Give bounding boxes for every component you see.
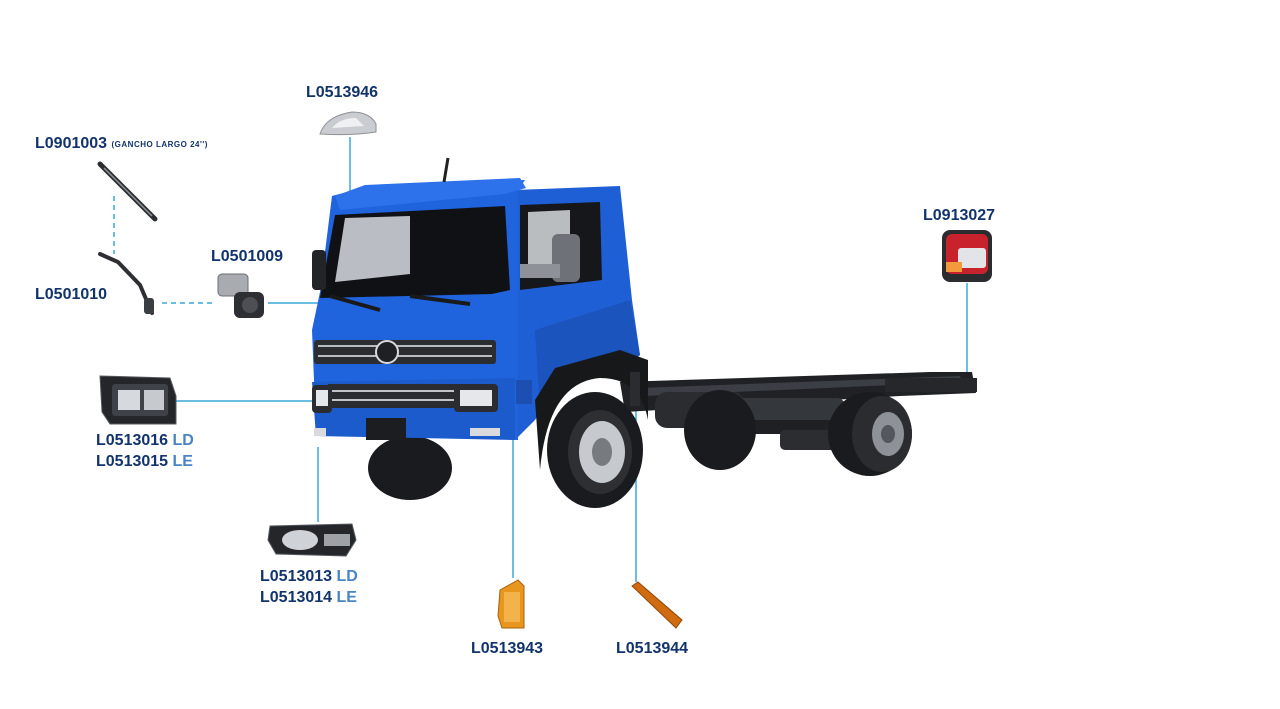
part-label-L0513946: L0513946 [306, 82, 378, 103]
fog-lamp-image [267, 523, 357, 557]
part-code: L0513016 [96, 432, 169, 449]
part-label-L0501009: L0501009 [211, 246, 283, 267]
part-label-L0501010: L0501010 [35, 284, 107, 305]
side-tag: LE [336, 589, 357, 606]
roof-marker-lamp-image [319, 111, 377, 136]
part-label-headlamp: L0513016 LD L0513015 LE [96, 430, 194, 472]
side-tag: LD [336, 568, 358, 585]
side-tag: LE [172, 453, 193, 470]
chassis [620, 372, 977, 450]
part-label-fog-lamp: L0513013 LD L0513014 LE [260, 566, 358, 608]
part-code: L0513943 [471, 640, 544, 657]
part-code: L0501010 [35, 286, 108, 303]
part-code: L0501009 [211, 248, 284, 265]
part-label-L0901003: L0901003 (GANCHO LARGO 24'') [35, 133, 208, 155]
fog-le-line: L0513014 LE [260, 587, 358, 608]
fog-ld-line: L0513013 LD [260, 566, 358, 587]
part-code: L0513013 [260, 568, 333, 585]
part-code: L0901003 [35, 135, 108, 152]
tail-lamp-image [942, 230, 992, 282]
cab [312, 157, 648, 470]
headlamp-image [99, 375, 177, 425]
wiper-motor-image [217, 273, 264, 318]
rear-wheels [684, 390, 912, 476]
part-note: (GANCHO LARGO 24'') [111, 140, 208, 149]
wiper-arm-image [98, 252, 154, 315]
headlamp-ld-line: L0513016 LD [96, 430, 194, 451]
part-code: L0513946 [306, 84, 379, 101]
part-label-L0513943: L0513943 [471, 638, 543, 659]
side-marker-image [631, 581, 683, 629]
part-label-L0513944: L0513944 [616, 638, 688, 659]
headlamp-le-line: L0513015 LE [96, 451, 194, 472]
part-code: L0513014 [260, 589, 333, 606]
side-tag: LD [172, 432, 194, 449]
front-indicator-image [497, 579, 525, 629]
front-wheel [368, 392, 643, 508]
part-code: L0913027 [923, 207, 996, 224]
part-code: L0513944 [616, 640, 689, 657]
wiper-blade-image [97, 161, 158, 222]
part-code: L0513015 [96, 453, 169, 470]
part-label-L0913027: L0913027 [923, 205, 995, 226]
